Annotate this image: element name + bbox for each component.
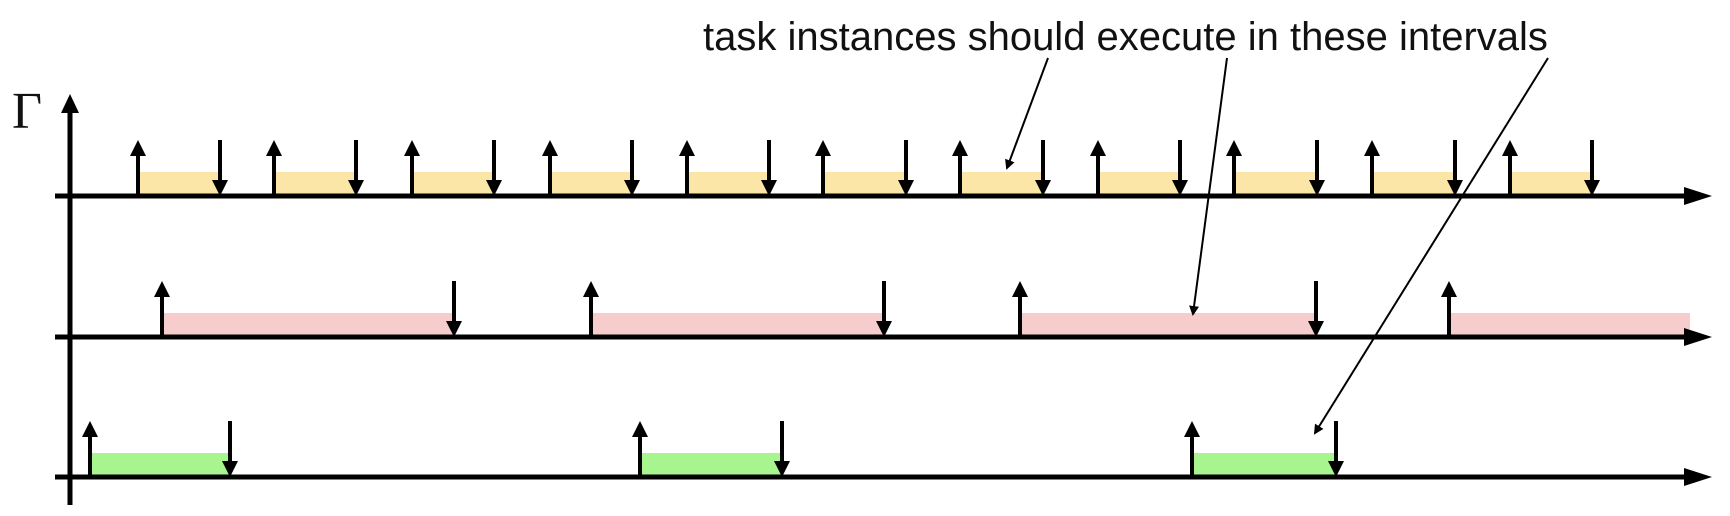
deadline-arrowhead <box>446 321 462 337</box>
execution-interval <box>1372 172 1455 196</box>
time-axis-arrowhead-1 <box>1684 187 1712 205</box>
execution-interval <box>640 453 782 477</box>
execution-interval <box>274 172 356 196</box>
execution-interval <box>591 313 884 337</box>
execution-interval <box>823 172 906 196</box>
deadline-arrowhead <box>222 461 238 477</box>
deadline-arrowhead <box>1447 180 1463 196</box>
deadline-arrowhead <box>348 180 364 196</box>
release-arrowhead <box>952 140 968 156</box>
axes-layer <box>55 94 1712 505</box>
release-arrowhead <box>1441 281 1457 297</box>
release-arrowhead <box>266 140 282 156</box>
execution-interval <box>90 453 230 477</box>
annotation-pointers-layer <box>1005 57 1549 435</box>
execution-interval <box>960 172 1043 196</box>
release-arrowhead <box>583 281 599 297</box>
deadline-arrowhead <box>774 461 790 477</box>
deadline-arrowhead <box>1308 321 1324 337</box>
annotation-pointer-3 <box>1313 57 1549 435</box>
deadline-arrowhead <box>1035 180 1051 196</box>
execution-interval <box>550 172 632 196</box>
execution-interval <box>1020 313 1316 337</box>
interval-layer <box>90 172 1690 477</box>
deadline-arrowhead <box>761 180 777 196</box>
release-arrowhead <box>130 140 146 156</box>
release-arrowhead <box>1226 140 1242 156</box>
release-arrowhead <box>1012 281 1028 297</box>
execution-interval <box>138 172 220 196</box>
deadline-arrowhead <box>212 180 228 196</box>
deadline-arrowhead <box>1309 180 1325 196</box>
deadline-arrowhead <box>624 180 640 196</box>
instance-arrows-layer <box>82 140 1600 477</box>
release-arrowhead <box>815 140 831 156</box>
deadline-arrowhead <box>486 180 502 196</box>
release-arrowhead <box>404 140 420 156</box>
annotation-pointer-1 <box>1005 57 1049 170</box>
execution-interval <box>412 172 494 196</box>
release-arrowhead <box>1184 421 1200 437</box>
deadline-arrowhead <box>876 321 892 337</box>
execution-interval <box>1234 172 1317 196</box>
execution-interval <box>687 172 769 196</box>
execution-interval <box>1098 172 1180 196</box>
execution-interval <box>1510 172 1592 196</box>
deadline-arrowhead <box>1172 180 1188 196</box>
execution-interval <box>1449 313 1690 337</box>
execution-interval <box>162 313 454 337</box>
deadline-arrowhead <box>1584 180 1600 196</box>
time-axis-arrowhead-2 <box>1684 328 1712 346</box>
release-arrowhead <box>1502 140 1518 156</box>
time-axis-arrowhead-3 <box>1684 468 1712 486</box>
release-arrowhead <box>1090 140 1106 156</box>
release-arrowhead <box>82 421 98 437</box>
annotation-pointer-2 <box>1189 57 1228 316</box>
release-arrowhead <box>632 421 648 437</box>
execution-interval <box>1192 453 1336 477</box>
annotation-label: task instances should execute in these i… <box>703 15 1548 59</box>
release-arrowhead <box>679 140 695 156</box>
y-axis-arrowhead <box>61 94 79 113</box>
deadline-arrowhead <box>1328 461 1344 477</box>
release-arrowhead <box>154 281 170 297</box>
deadline-arrowhead <box>898 180 914 196</box>
y-axis-symbol: Γ <box>12 83 42 140</box>
release-arrowhead <box>542 140 558 156</box>
release-arrowhead <box>1364 140 1380 156</box>
